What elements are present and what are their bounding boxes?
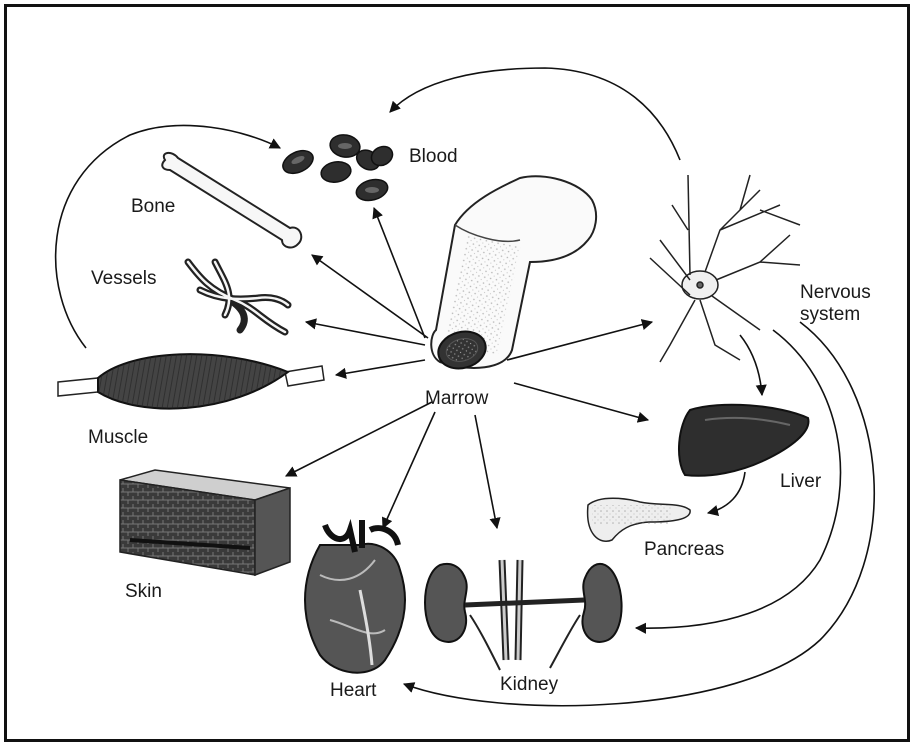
label-blood: Blood (409, 146, 458, 168)
label-vessels: Vessels (91, 268, 156, 290)
blood-cells-illustration (279, 133, 396, 204)
label-pancreas: Pancreas (644, 539, 724, 561)
label-nervous-line1: Nervous (800, 282, 871, 304)
pancreas-illustration (588, 498, 691, 541)
label-nervous-system: Nervous system (800, 282, 871, 326)
kidney-illustration (425, 560, 622, 670)
label-skin: Skin (125, 581, 162, 603)
label-heart: Heart (330, 680, 376, 702)
label-muscle: Muscle (88, 427, 148, 449)
label-kidney: Kidney (500, 674, 558, 696)
muscle-illustration (58, 354, 324, 408)
label-liver: Liver (780, 471, 821, 493)
marrow-bone-illustration (431, 176, 596, 373)
label-marrow: Marrow (425, 388, 488, 410)
heart-illustration (305, 520, 405, 673)
skin-illustration (120, 470, 290, 575)
bone-illustration (162, 153, 301, 248)
label-nervous-line2: system (800, 304, 871, 326)
liver-illustration (679, 405, 808, 476)
label-bone: Bone (131, 196, 175, 218)
